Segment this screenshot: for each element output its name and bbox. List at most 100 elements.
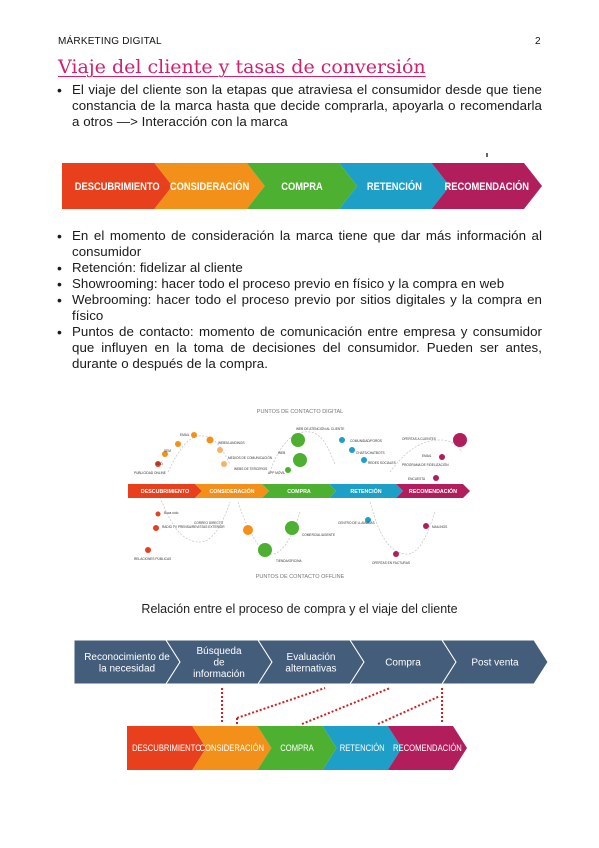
touchpoint-label: COMUNIDAD/FOROS xyxy=(350,439,382,443)
touchpoint-label: REDES SOCIALES xyxy=(368,461,396,465)
running-header: MÁRKETING DIGITAL xyxy=(58,36,162,47)
stage-label: CONSIDERACIÓN xyxy=(170,179,249,193)
touchpoint-label: SEO xyxy=(156,462,163,466)
touchpoint-label: Boca oído xyxy=(164,511,179,515)
touchpoint-label: ENCUESTA xyxy=(408,477,426,481)
touchpoint-dot xyxy=(393,551,399,557)
touchpoint-label: EMAIL xyxy=(180,433,190,437)
stage-label: Búsqueda xyxy=(196,646,241,657)
touchpoint-dot xyxy=(291,433,305,447)
list-item: Retención: fidelizar al cliente xyxy=(55,260,542,276)
stage-chevron xyxy=(339,163,450,209)
stage-chevron xyxy=(154,163,265,209)
stage-label: CONSIDERACIÓN xyxy=(209,487,254,495)
list-item: El viaje del cliente son la etapas que a… xyxy=(55,82,542,130)
touchpoint-dot xyxy=(453,433,467,447)
touchpoint-dot xyxy=(243,525,253,535)
stage-label: de xyxy=(213,658,225,669)
stage-label: RETENCIÓN xyxy=(367,179,422,193)
stage-chevron xyxy=(396,484,470,498)
stage-chevron xyxy=(246,163,358,209)
intro-list: El viaje del cliente son la etapas que a… xyxy=(55,82,542,130)
stage-label: RECOMENDACIÓN xyxy=(409,487,457,495)
offline-touchpoints-title: PUNTOS DE CONTACTO OFFLINE xyxy=(256,574,345,580)
stage-label: RETENCIÓN xyxy=(350,487,381,495)
touchpoint-label: WEBS DE TERCEROS xyxy=(234,467,267,471)
list-item: Webrooming: hacer todo el proceso previo… xyxy=(55,292,542,324)
list-item: En el momento de consideración la marca … xyxy=(55,228,542,260)
section-title: Viaje del cliente y tasas de conversión xyxy=(58,56,426,78)
touchpoint-label: SEM xyxy=(164,449,171,453)
stage-chevron xyxy=(329,484,403,498)
stage-label: alternativas xyxy=(285,663,336,674)
touchpoint-dot xyxy=(339,437,345,443)
stage-label: COMPRA xyxy=(280,743,314,754)
touchpoint-dot xyxy=(423,523,429,529)
stage-label: RECOMENDACIÓN xyxy=(393,743,462,754)
stage-chevron xyxy=(128,484,202,498)
stage-chevron xyxy=(62,163,173,209)
touchpoint-label: COMERCIAL/AGENTE xyxy=(302,533,335,537)
list-item: Showrooming: hacer todo el proceso previ… xyxy=(55,276,542,292)
relation-title: Relación entre el proceso de compra y el… xyxy=(141,602,458,616)
stage-chevron xyxy=(431,163,542,209)
stage-chevron xyxy=(322,726,402,770)
touchpoint-dot xyxy=(162,451,168,457)
stage-label: CONSIDERACIÓN xyxy=(200,743,265,754)
touchpoint-label: EMAIL xyxy=(422,454,432,458)
stage-label: COMPRA xyxy=(287,489,311,495)
touchpoint-dot xyxy=(175,441,181,447)
touchpoint-label: PROGRAMA DE FIDELIZACIÓN xyxy=(402,462,449,467)
touchpoint-dot xyxy=(361,457,367,463)
touchpoint-label: MAILINGS xyxy=(432,525,447,529)
stage-chevron xyxy=(195,484,269,498)
touchpoint-label: CHATS/CHATBOTS xyxy=(356,451,385,455)
stage-chevron xyxy=(387,726,467,770)
touchpoint-label: WEB xyxy=(278,451,285,455)
touchpoint-label: APP MÓVIL xyxy=(268,470,285,475)
touchpoint-label: CORREO DIRECTO xyxy=(194,521,224,525)
touchpoint-dot xyxy=(155,461,161,467)
touchpoint-label: PUBLICIDAD ONLINE xyxy=(134,471,166,475)
touchpoint-dot xyxy=(153,525,159,531)
customer-journey-stages: DESCUBRIMIENTO CONSIDERACIÓN COMPRA RETENCI… xyxy=(62,163,542,209)
stage-label: RECOMENDACIÓN xyxy=(445,179,530,193)
stage-label: RETENCIÓN xyxy=(340,743,385,754)
touchpoint-dot xyxy=(155,511,161,517)
touchpoint-label: WEB DE ATENCIÓN AL CLIENTE xyxy=(296,426,344,431)
touchpoint-dot xyxy=(285,467,291,473)
stage-chevron xyxy=(441,639,548,685)
list-item: Puntos de contacto: momento de comunicac… xyxy=(55,324,542,372)
stage-chevron xyxy=(257,726,337,770)
touchpoint-dot xyxy=(349,447,355,453)
stage-label: información xyxy=(193,669,245,680)
stage-label: COMPRA xyxy=(281,181,323,193)
touchpoint-label: WEBS/LANDINGS xyxy=(218,441,245,445)
touchpoint-label: MEDIOS DE COMUNICACIÓN xyxy=(228,455,273,460)
page-number: 2 xyxy=(535,36,541,47)
stage-label: Reconocimiento de xyxy=(84,652,170,663)
touchpoint-dot xyxy=(145,547,151,553)
touchpoint-label: OFERTAS A CLIENTES xyxy=(402,437,436,441)
stage-chevron xyxy=(127,726,207,770)
stage-label: Compra xyxy=(385,658,421,669)
stage-label: DESCUBRIMIENTO xyxy=(75,181,160,193)
bullet-list: En el momento de consideración la marca … xyxy=(55,228,542,372)
touchpoint-dot xyxy=(365,517,371,523)
touchpoint-label: RELACIONES PÚBLICAS xyxy=(134,556,171,561)
touchpoint-dot xyxy=(221,461,227,467)
touchpoint-label: CENTRO DE LLAMADAS xyxy=(338,521,375,525)
stage-chevron xyxy=(262,484,336,498)
stray-mark xyxy=(486,153,488,157)
touchpoint-dot xyxy=(433,475,439,481)
stage-label: DESCUBRIMIENTO xyxy=(132,743,202,754)
stage-label: la necesidad xyxy=(99,663,155,674)
touchpoint-dot xyxy=(293,453,307,467)
touchpoint-label: TIENDA/OFICINA xyxy=(276,559,302,563)
stage-chevron xyxy=(192,726,272,770)
touchpoint-dot xyxy=(217,447,223,453)
touchpoints-diagram: PUNTOS DE CONTACTO DIGITAL EMAIL SEM SEO… xyxy=(128,409,470,580)
